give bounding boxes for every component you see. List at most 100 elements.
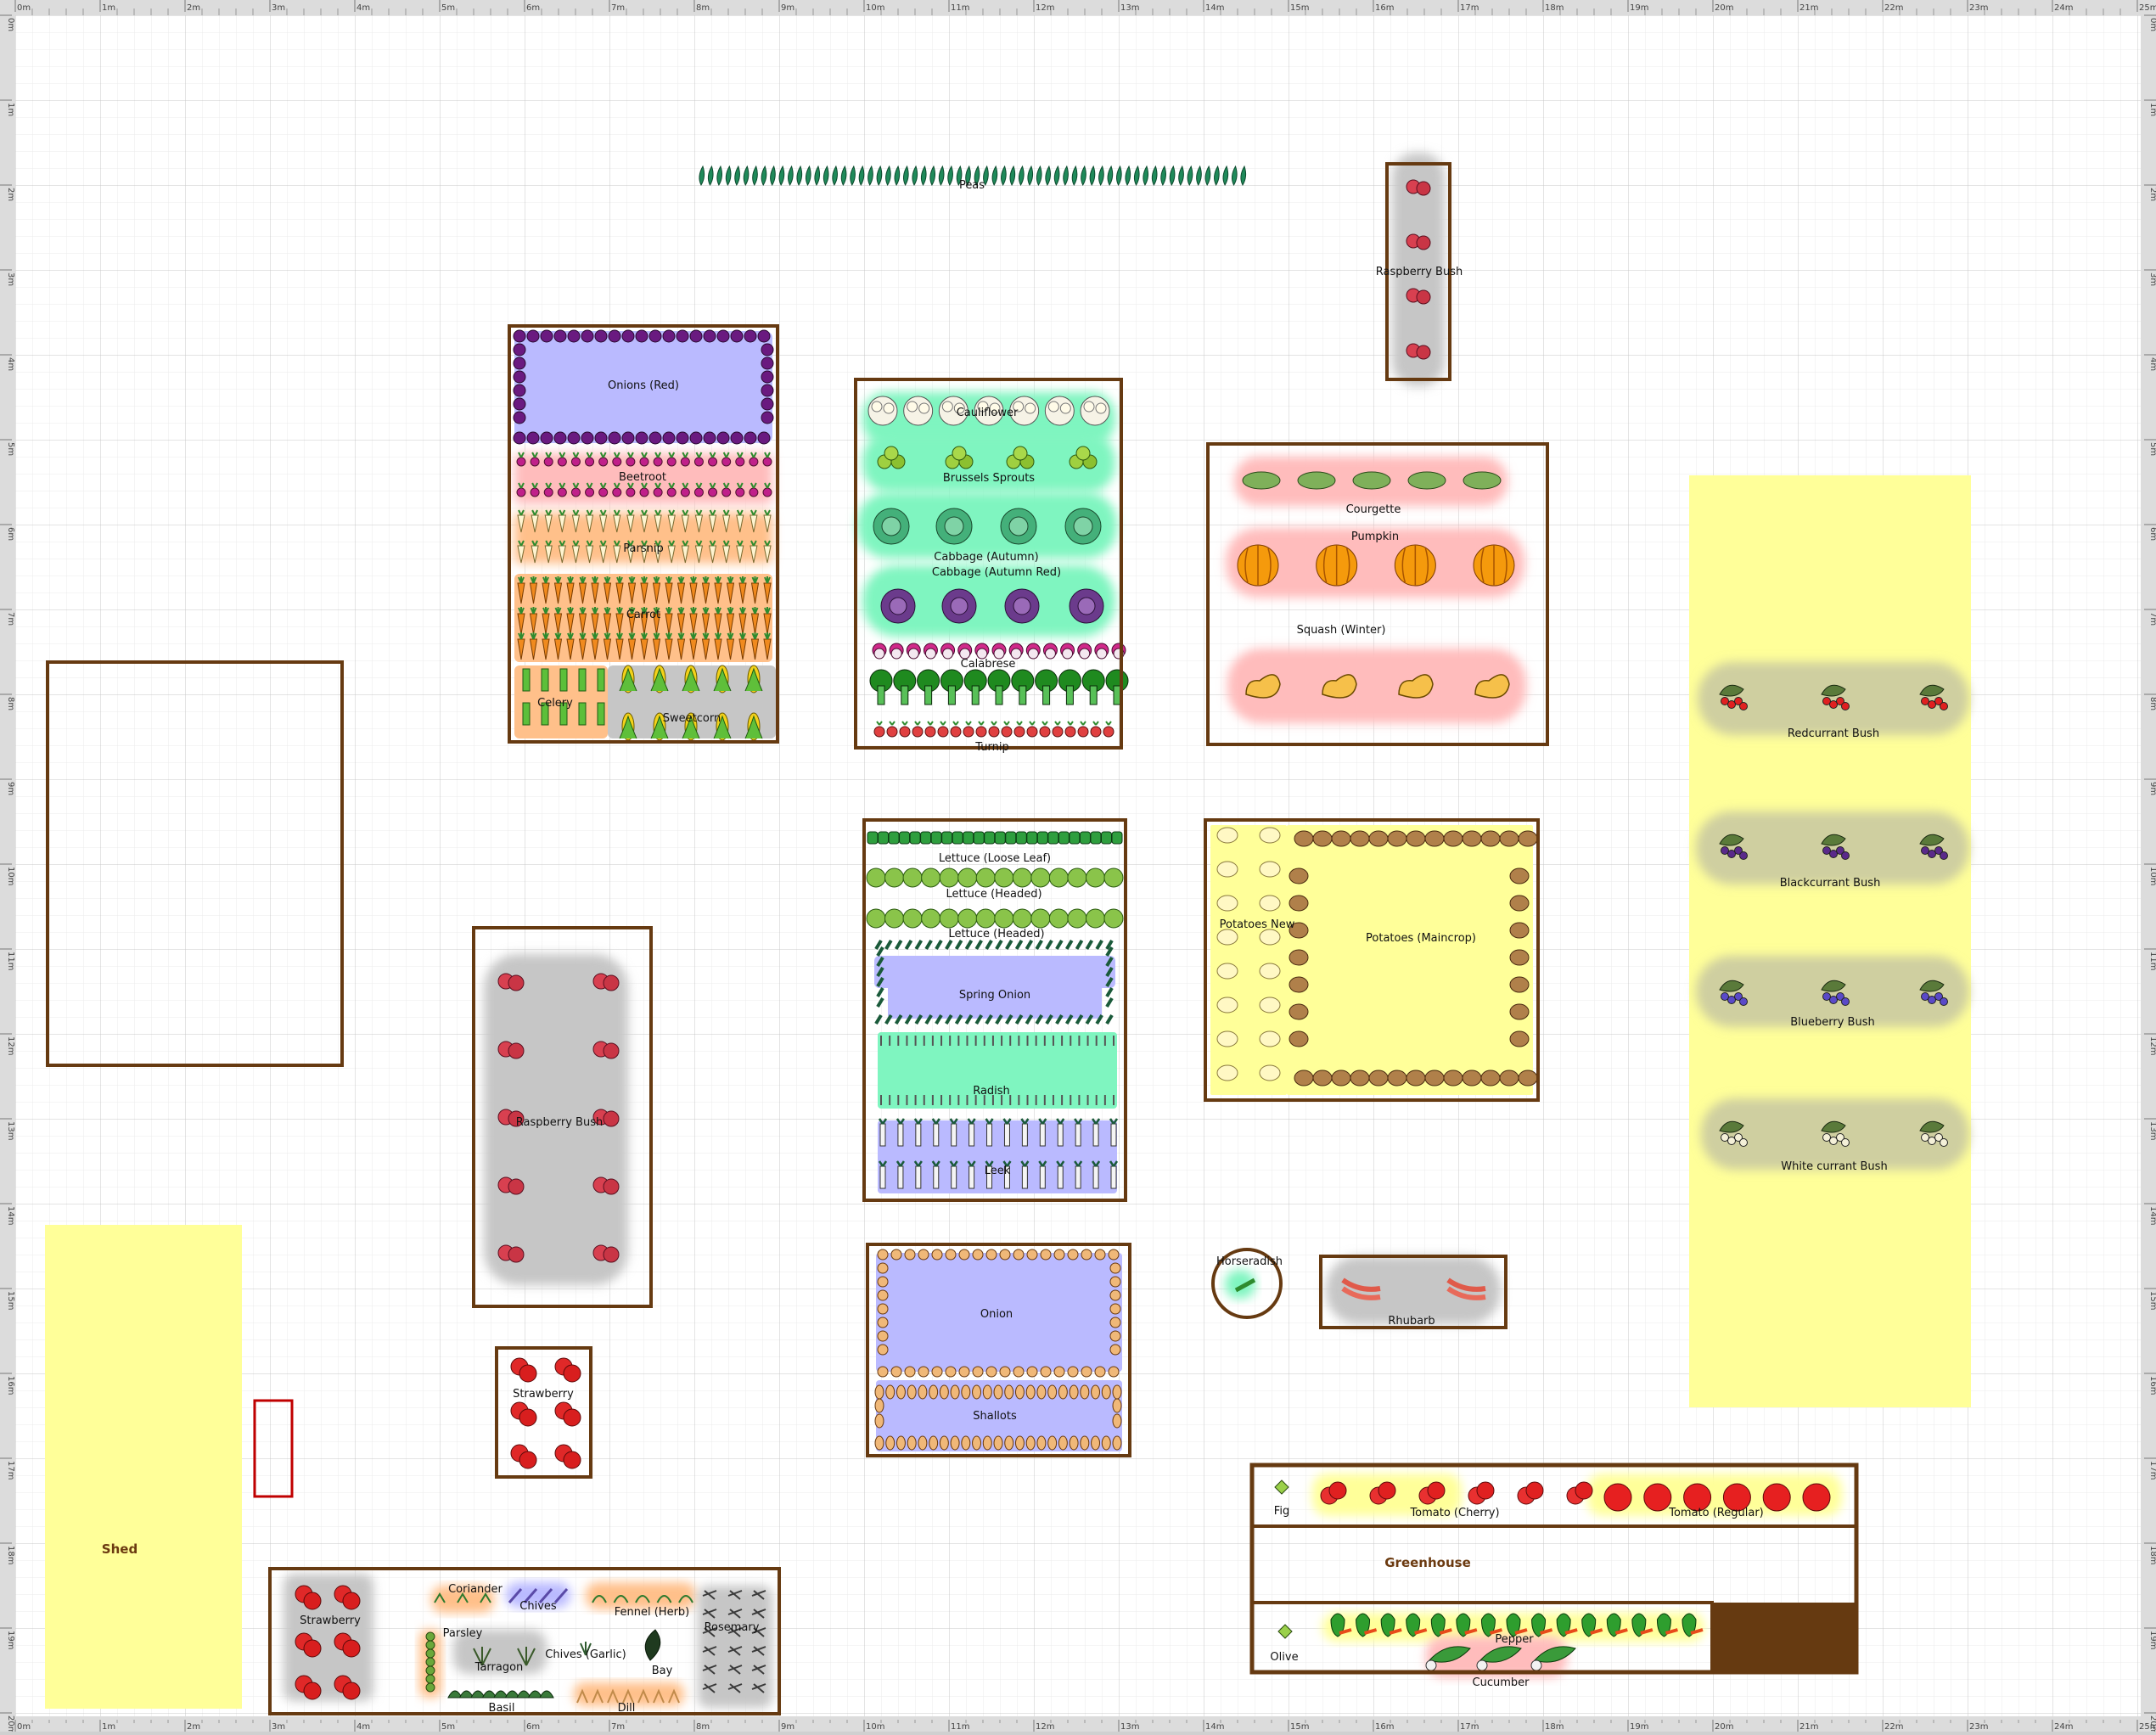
pea-pod-icon (1222, 165, 1229, 187)
shallot-icon (1101, 1384, 1111, 1400)
empty-bed-large[interactable] (46, 660, 344, 1067)
zone-cabbage-red[interactable] (862, 565, 1115, 637)
bed-onions[interactable] (866, 1243, 1131, 1457)
onion-icon (890, 1249, 902, 1261)
zone-raspberry-top[interactable] (1392, 153, 1445, 386)
new-potato-icon (1216, 1064, 1238, 1081)
raspberry-icon (1416, 345, 1431, 360)
beetroot-icon (585, 457, 595, 467)
ruler-label: 13m (2148, 1121, 2156, 1140)
red-small-object[interactable] (253, 1399, 294, 1498)
shallot-icon (1047, 1435, 1058, 1451)
maincrop-potato-icon (1509, 895, 1530, 912)
zone-spring-onion[interactable] (888, 959, 1102, 1019)
zone-redcurrant[interactable] (1698, 662, 1969, 735)
zone-potatoes-main[interactable] (1287, 825, 1533, 1095)
zone-coriander[interactable] (431, 1586, 494, 1613)
rosemary-icon (727, 1609, 743, 1619)
zone-onions-red[interactable] (514, 331, 772, 443)
bed-raspberry-top[interactable] (1385, 162, 1451, 381)
pea-pod-icon (912, 165, 918, 187)
leek-leaf (878, 1118, 888, 1125)
fruit-area[interactable] (1689, 475, 1971, 1407)
zone-pumpkin[interactable] (1226, 528, 1524, 598)
bed-roots[interactable] (508, 324, 779, 744)
zone-onion-inner[interactable] (891, 1263, 1107, 1363)
dill-icon (637, 1688, 649, 1704)
zone-rhubarb[interactable] (1326, 1256, 1501, 1324)
ruler-label: 23m (1969, 3, 1988, 13)
zone-raspberry-mid[interactable] (484, 954, 628, 1285)
maincrop-potato-icon (1331, 1070, 1351, 1086)
cauliflower-floret (918, 402, 930, 414)
label-pepper: Pepper (1495, 1633, 1534, 1646)
shallot-icon (1025, 1384, 1036, 1400)
maincrop-potato-icon (1350, 1070, 1370, 1086)
raspberry-icon (603, 1042, 620, 1059)
maincrop-potato-icon (1289, 868, 1309, 884)
onion-icon (1026, 1366, 1038, 1378)
lettuce-loose-icon (1036, 831, 1048, 845)
spring-onion-icon (964, 1013, 974, 1025)
zone-brussels[interactable] (862, 433, 1115, 492)
zone-tarragon[interactable] (453, 1630, 547, 1674)
rosemary-icon (727, 1590, 743, 1600)
shallot-icon (1112, 1398, 1122, 1413)
dill-icon (607, 1688, 619, 1704)
cauliflower-floret (1013, 401, 1025, 413)
cherry-tomato-icon (1525, 1481, 1544, 1500)
zone-cabbage-autumn[interactable] (857, 492, 1117, 559)
blackcurrant-icon (1921, 846, 1929, 855)
red-onion-icon (608, 329, 621, 343)
blueberry-leaf (1821, 980, 1846, 992)
zone-sweetcorn[interactable] (608, 665, 776, 738)
red-onion-icon (581, 431, 594, 445)
pea-pod-icon (716, 165, 723, 187)
leek-icon (1075, 1165, 1081, 1189)
redcurrant-icon (1921, 697, 1929, 705)
label-potatoes-maincrop: Potatoes (Maincrop) (1366, 932, 1476, 945)
turnip-root (993, 648, 1005, 660)
celery-icon (541, 668, 549, 692)
zone-horseradish[interactable] (1225, 1270, 1255, 1299)
zone-parsnip[interactable] (514, 513, 772, 564)
shallot-icon (1014, 1435, 1025, 1451)
onion-icon (877, 1249, 889, 1261)
zone-radish[interactable] (878, 1032, 1117, 1109)
carrot-icon-leaf (653, 632, 660, 640)
beetroot-leaf (599, 452, 607, 458)
zone-squash[interactable] (1227, 649, 1526, 723)
new-potato-icon (1216, 929, 1238, 946)
bed-herbs[interactable] (268, 1567, 781, 1715)
ruler-label: 9m (781, 1722, 794, 1732)
shed-area[interactable] (45, 1225, 242, 1709)
beetroot-icon (680, 457, 690, 467)
rosemary-icon (727, 1683, 743, 1693)
bed-cucurbits[interactable] (1206, 442, 1549, 746)
bed-horseradish[interactable] (1211, 1248, 1283, 1319)
zone-whitecurrant[interactable] (1701, 1098, 1969, 1170)
label-tomato-regular: Tomato (Regular) (1668, 1507, 1764, 1519)
zone-rosemary[interactable] (698, 1586, 772, 1708)
bed-strawberry[interactable] (495, 1346, 592, 1479)
beetroot-icon (653, 457, 663, 467)
zone-blackcurrant[interactable] (1696, 811, 1969, 884)
zone-chives[interactable] (506, 1582, 570, 1608)
bed-brassicas[interactable] (854, 378, 1123, 750)
chilli-icon (1564, 1628, 1578, 1635)
label-cabbage-autumn-red: Cabbage (Autumn Red) (932, 566, 1061, 579)
zone-leek[interactable] (878, 1120, 1117, 1193)
bed-rhubarb[interactable] (1319, 1255, 1508, 1329)
bed-raspberry-mid[interactable] (472, 926, 653, 1308)
bed-potatoes[interactable] (1204, 818, 1540, 1102)
bed-salad[interactable] (862, 818, 1127, 1202)
ruler-label: 14m (6, 1206, 15, 1225)
zone-potatoes-new[interactable] (1210, 825, 1287, 1095)
greenhouse-bed-top[interactable] (1250, 1463, 1858, 1528)
turnip-leaf (876, 721, 883, 726)
parsnip-icon-leaf (722, 540, 730, 547)
courgette-icon (1463, 471, 1502, 490)
label-fennel: Fennel (Herb) (615, 1606, 690, 1619)
